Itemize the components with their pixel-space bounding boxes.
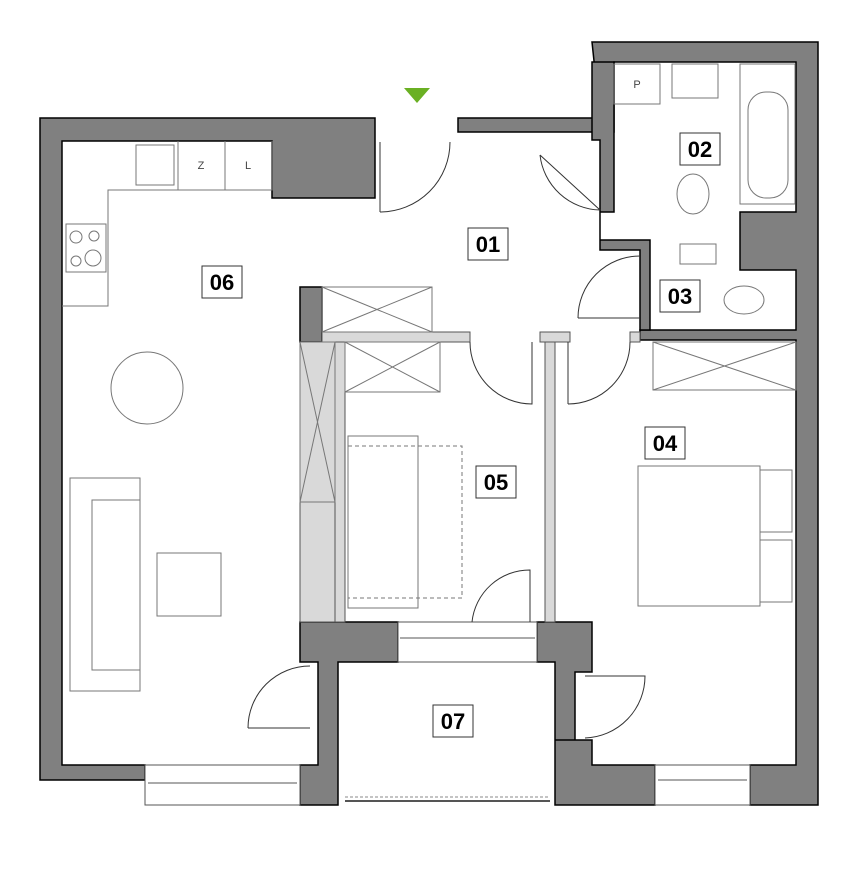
dining-table-icon: [110, 351, 184, 425]
bath-sink-icon: [671, 63, 719, 99]
room-label-07: 07: [441, 709, 465, 734]
furniture: [62, 63, 797, 692]
bathtub-icon: [739, 63, 796, 205]
sofa-icon: [69, 477, 141, 692]
doors: [247, 141, 646, 739]
room-label-05: 05: [484, 470, 508, 495]
cooktop-icon: [65, 223, 107, 273]
kitchen-sink-icon: [135, 144, 175, 186]
partitions: [299, 331, 641, 623]
toilet-icon: [723, 285, 765, 315]
washer-label: P: [633, 79, 640, 91]
room-labels: 01 02 03 04 05 06 07: [201, 132, 721, 738]
sofa-bed-icon: [347, 435, 419, 609]
room-label-02: 02: [688, 137, 712, 162]
coffee-table-icon: [156, 552, 222, 617]
windows: [144, 621, 751, 806]
room-label-01: 01: [476, 232, 500, 257]
room-label-06: 06: [210, 270, 234, 295]
fridge-label: Z: [198, 160, 205, 172]
room-label-03: 03: [668, 284, 692, 309]
bed-icon: [637, 465, 761, 607]
dishwasher-label: L: [245, 160, 251, 172]
toilet-icon: [676, 173, 710, 215]
washer-icon: [613, 63, 661, 105]
room-label-04: 04: [653, 431, 678, 456]
entrance-marker-icon: [404, 88, 430, 103]
